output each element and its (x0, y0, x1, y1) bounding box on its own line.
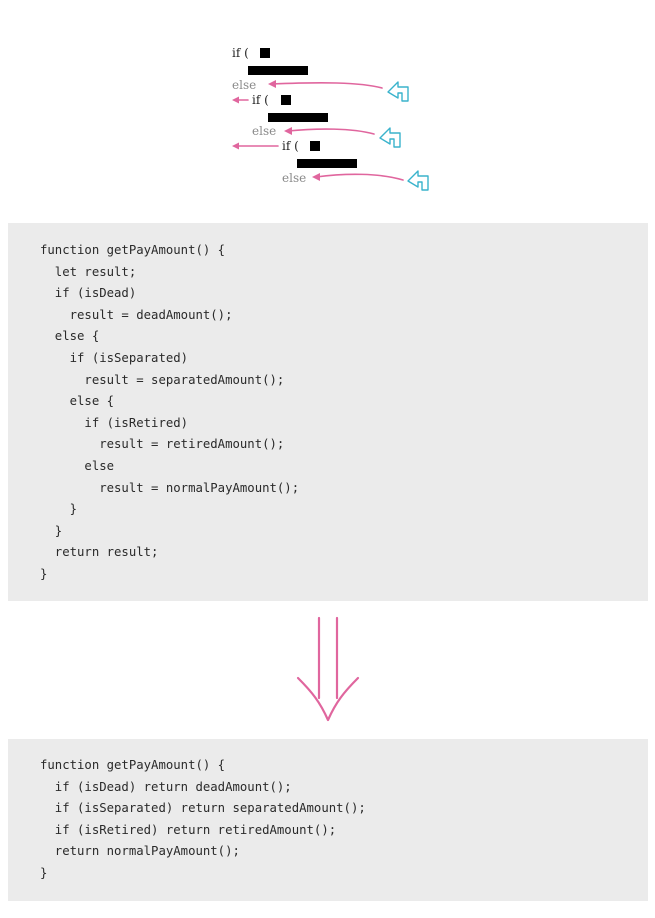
code-line: result = deadAmount(); (40, 307, 233, 322)
else-label: else (282, 171, 307, 185)
code-line: if (isDead) return deadAmount(); (40, 779, 292, 794)
code-line: if (isDead) (40, 286, 137, 301)
if-label: if ( (282, 139, 299, 153)
condition-block (281, 95, 291, 105)
condition-block (260, 48, 270, 58)
code-line: else { (40, 394, 115, 409)
code-line: else (40, 458, 115, 473)
code-line: } (40, 523, 63, 538)
code-line: return normalPayAmount(); (40, 844, 240, 859)
refactor-arrow-icon (387, 81, 409, 102)
else-label: else (232, 78, 257, 92)
code-after: function getPayAmount() { if (isDead) re… (40, 755, 366, 885)
if-label: if ( (232, 46, 249, 60)
code-line: result = separatedAmount(); (40, 372, 285, 387)
body-block (297, 159, 357, 168)
code-line: function getPayAmount() { (40, 243, 226, 257)
code-line: let result; (40, 264, 137, 279)
refactor-arrow-icon (379, 127, 401, 148)
double-down-arrow-icon (296, 616, 360, 722)
code-line: if (isSeparated) (40, 350, 189, 365)
code-block-before: function getPayAmount() { let result; if… (8, 223, 648, 601)
diagram-arrows (232, 80, 429, 191)
arrowhead (268, 80, 276, 88)
else-arrow (271, 82, 383, 89)
arrowhead (284, 127, 292, 135)
else-arrow (315, 173, 404, 181)
code-line: function getPayAmount() { (40, 758, 226, 772)
arrowhead (232, 142, 239, 150)
else-label: else (252, 124, 277, 138)
code-block-after: function getPayAmount() { if (isDead) re… (8, 739, 648, 901)
nested-conditional-diagram: if ( else if ( else if ( else (0, 0, 655, 215)
code-before: function getPayAmount() { let result; if… (40, 240, 299, 586)
code-line: else { (40, 329, 100, 344)
refactor-arrow-icon (407, 170, 429, 191)
code-line: return result; (40, 545, 159, 560)
code-line: if (isRetired) (40, 415, 189, 430)
else-arrow (287, 128, 375, 135)
condition-block (310, 141, 320, 151)
arrowhead (312, 173, 320, 181)
code-line: if (isSeparated) return separatedAmount(… (40, 801, 366, 816)
code-line: result = retiredAmount(); (40, 437, 285, 452)
code-line: } (40, 502, 78, 517)
body-block (268, 113, 328, 122)
arrowhead (232, 96, 239, 104)
code-line: } (40, 566, 48, 581)
body-block (248, 66, 308, 75)
code-line: if (isRetired) return retiredAmount(); (40, 822, 337, 837)
if-label: if ( (252, 93, 269, 107)
code-line: result = normalPayAmount(); (40, 480, 300, 495)
code-line: } (40, 865, 48, 880)
